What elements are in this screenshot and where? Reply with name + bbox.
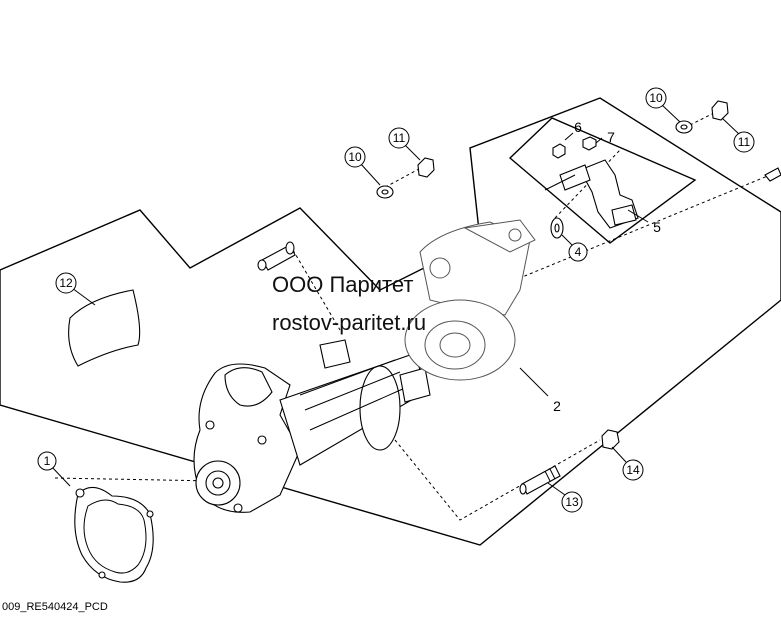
callout-10-right: 10 xyxy=(645,87,667,109)
gasket-hole xyxy=(146,510,154,518)
washer-hole xyxy=(554,223,560,233)
callout-label: 7 xyxy=(607,129,615,145)
callout-11-left: 11 xyxy=(388,127,410,149)
leader-line xyxy=(564,132,574,141)
switch-bracket xyxy=(544,159,639,229)
nut xyxy=(601,429,620,450)
callout-2: 2 xyxy=(553,398,561,414)
gasket-hole xyxy=(98,571,106,579)
callout-label: 5 xyxy=(653,219,661,235)
callout-11-right: 11 xyxy=(733,131,755,153)
leader-line xyxy=(49,464,71,487)
nut xyxy=(711,100,729,121)
callout-10-left: 10 xyxy=(344,146,366,168)
starter-motor xyxy=(193,339,431,513)
watermark-company: ООО Паритет xyxy=(272,272,414,297)
callout-1: 1 xyxy=(37,451,57,471)
leader-line xyxy=(519,367,549,397)
leader-line xyxy=(547,482,566,496)
nut xyxy=(417,157,435,178)
small-nut xyxy=(552,143,566,159)
washer-hole xyxy=(381,189,389,195)
callout-13: 13 xyxy=(561,491,583,513)
gasket-hole xyxy=(75,488,85,498)
callout-7: 7 xyxy=(607,129,615,145)
callout-label: 14 xyxy=(626,463,640,477)
leader-line xyxy=(404,144,421,161)
callout-label: 10 xyxy=(649,91,663,105)
callout-5: 5 xyxy=(653,219,661,235)
leader-line xyxy=(54,477,216,482)
callout-label: 13 xyxy=(565,495,579,509)
callout-label: 11 xyxy=(738,135,751,149)
leader-line xyxy=(71,287,96,306)
label-plate xyxy=(68,289,141,367)
leader-line xyxy=(611,446,627,463)
callout-4: 4 xyxy=(568,242,588,262)
callout-6: 6 xyxy=(574,119,582,135)
watermark-website: rostov-paritet.ru xyxy=(272,310,427,335)
gasket-inner xyxy=(83,499,147,574)
long-stud xyxy=(519,465,561,495)
callout-label: 10 xyxy=(348,150,362,164)
callout-12: 12 xyxy=(55,272,77,294)
figure-code: 009_RE540424_PCD xyxy=(2,601,108,613)
callout-label: 12 xyxy=(59,276,73,290)
assembly-outline xyxy=(0,97,781,546)
solenoid xyxy=(404,219,536,381)
callout-label: 1 xyxy=(44,454,51,468)
callout-14: 14 xyxy=(622,459,644,481)
stud xyxy=(257,241,296,271)
small-nut xyxy=(582,136,597,151)
callout-label: 6 xyxy=(574,119,582,135)
leader-line xyxy=(661,104,681,123)
leader-line xyxy=(721,117,741,136)
pin xyxy=(764,167,781,182)
leader-line xyxy=(554,149,621,219)
leader-line xyxy=(561,234,573,246)
subassembly-outline xyxy=(508,117,697,244)
leader-line xyxy=(627,209,649,223)
washer-hole xyxy=(680,124,688,130)
leader-line xyxy=(289,244,341,331)
leader-line xyxy=(595,137,603,144)
leader-line xyxy=(359,162,381,186)
callout-label: 11 xyxy=(393,131,406,145)
callout-label: 4 xyxy=(575,245,582,259)
callout-label: 2 xyxy=(553,398,561,414)
